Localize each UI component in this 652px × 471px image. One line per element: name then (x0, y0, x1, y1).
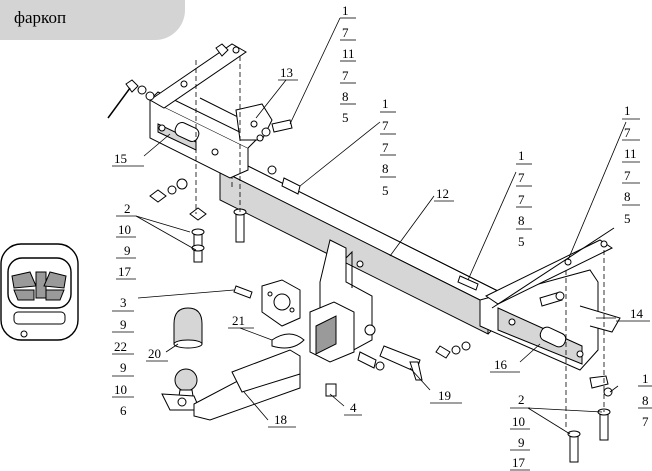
callout-center: 1 7 7 8 5 (380, 96, 396, 198)
fastener-set (125, 43, 613, 463)
upper-right-strap (484, 239, 614, 305)
callout-number: 1 (382, 96, 389, 111)
callout-number: 17 (512, 455, 526, 470)
header-tab: фаркоп (0, 0, 185, 40)
leader-lines (135, 17, 627, 435)
callout-right-low-a: 1 8 7 (638, 371, 652, 429)
callout-number: 2 (518, 392, 525, 407)
callout-number: 7 (342, 25, 349, 40)
upper-left-strap (149, 43, 247, 109)
callout-number: 7 (642, 414, 649, 429)
callout-number: 8 (518, 213, 525, 228)
part-label-4: 4 (350, 400, 357, 415)
part-label-20: 20 (148, 346, 161, 361)
assembly-axes (107, 56, 615, 430)
callout-number: 9 (120, 360, 127, 375)
callout-number: 1 (342, 3, 349, 18)
brand-logo-icon (0, 243, 79, 341)
callout-mid-right: 1 7 7 8 5 (516, 148, 532, 249)
part-label-19: 19 (438, 388, 451, 403)
callout-number: 5 (382, 183, 389, 198)
callout-number: 10 (114, 382, 127, 397)
callout-number: 22 (114, 339, 127, 354)
callout-number: 10 (512, 414, 525, 429)
spring-clip (271, 333, 305, 349)
callout-number: 3 (120, 295, 127, 310)
callout-number: 9 (124, 243, 131, 258)
callout-number: 1 (518, 148, 525, 163)
callout-number: 8 (342, 89, 349, 104)
callout-number: 17 (118, 264, 132, 279)
part-label-18: 18 (274, 412, 287, 427)
callout-number: 5 (518, 234, 525, 249)
header-tab-label: фаркоп (14, 8, 67, 27)
callout-number: 7 (518, 170, 525, 185)
receiver-bracket (309, 239, 376, 363)
callout-number: 5 (624, 211, 631, 226)
callout-right-low-b: 2 10 9 17 (510, 392, 530, 471)
callout-left-low: 3 9 22 9 10 6 (112, 295, 134, 418)
callout-number: 8 (642, 393, 649, 408)
callout-number: 7 (518, 192, 525, 207)
ball-mount (161, 349, 301, 421)
callout-number: 9 (518, 435, 525, 450)
callout-number: 7 (382, 140, 389, 155)
ball-cover (173, 307, 203, 349)
callout-number: 8 (382, 161, 389, 176)
callout-number: 6 (120, 403, 127, 418)
callout-number: 2 (124, 201, 131, 216)
callout-number: 10 (118, 222, 131, 237)
callout-left-mid: 2 10 9 17 (116, 201, 136, 280)
part-labels: 13 15 12 14 16 21 20 4 19 18 (112, 65, 650, 428)
callout-number: 11 (342, 46, 355, 61)
right-bracket (479, 269, 621, 371)
callout-number: 7 (382, 118, 389, 133)
callout-number: 1 (642, 371, 649, 386)
callout-number: 7 (342, 68, 349, 83)
callout-right-top: 1 7 11 7 8 5 (622, 103, 640, 226)
callout-number: 8 (624, 189, 631, 204)
part-label-15: 15 (114, 151, 127, 166)
part-label-14: 14 (630, 306, 644, 321)
socket-plate (261, 279, 301, 327)
callout-left-top: 1 7 11 7 8 5 (340, 3, 356, 125)
part-label-21: 21 (232, 313, 245, 328)
callout-number: 7 (624, 168, 631, 183)
callout-number: 1 (624, 103, 631, 118)
callout-number: 11 (624, 146, 637, 161)
part-label-16: 16 (494, 357, 508, 372)
callout-number: 9 (120, 317, 127, 332)
callout-number: 5 (342, 110, 349, 125)
part-label-12: 12 (436, 186, 449, 201)
hitch-pin (379, 345, 423, 381)
part-label-13: 13 (280, 65, 293, 80)
crossbar-beam (219, 157, 501, 335)
callout-number: 7 (624, 125, 631, 140)
